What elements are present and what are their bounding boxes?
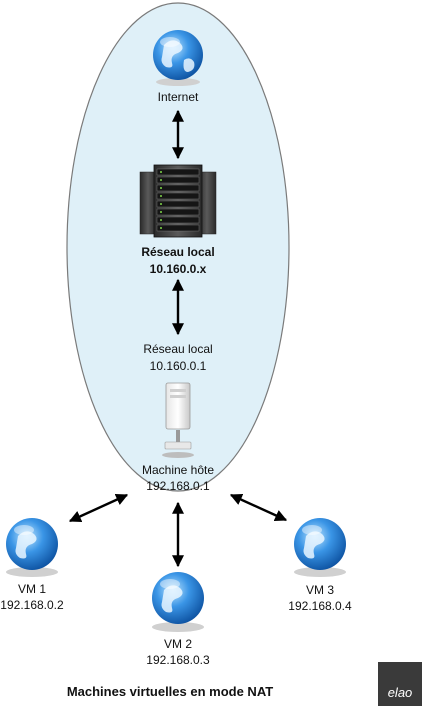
host-ip: 192.168.0.1	[146, 479, 210, 493]
host-gateway-ip: 10.160.0.1	[149, 359, 207, 373]
vm3-label: VM 3	[305, 583, 334, 597]
vm1-globe-icon	[6, 518, 58, 577]
lan-server-ip: 10.160.0.x	[149, 262, 207, 276]
vm3-globe-icon	[294, 518, 346, 577]
internet-globe-icon	[153, 30, 203, 86]
vm2-ip: 192.168.0.3	[146, 653, 210, 667]
vm2-label: VM 2	[163, 637, 192, 651]
vm1-ip: 192.168.0.2	[0, 598, 64, 612]
elao-logo: elao	[378, 662, 422, 706]
server-rack-icon	[139, 164, 217, 238]
lan-server-label: Réseau local	[141, 245, 215, 259]
elao-logo-text: elao	[387, 685, 413, 700]
internet-label: Internet	[157, 90, 199, 104]
vm2-globe-icon	[152, 572, 204, 632]
host-gateway-label: Réseau local	[143, 342, 213, 356]
vm3-ip: 192.168.0.4	[288, 599, 352, 613]
host-label: Machine hôte	[141, 463, 215, 477]
vm1-label: VM 1	[17, 582, 46, 596]
arrow-host-vm3	[229, 493, 288, 522]
host-tower-icon	[162, 382, 194, 458]
arrow-host-vm1	[68, 493, 129, 523]
diagram-title: Machines virtuelles en mode NAT	[66, 684, 274, 699]
host-network-ellipse	[66, 2, 290, 492]
